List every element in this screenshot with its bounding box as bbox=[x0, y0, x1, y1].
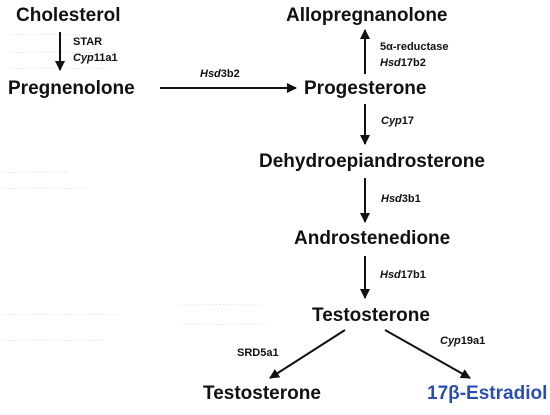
node-cholesterol: Cholesterol bbox=[16, 5, 121, 26]
ghost-text: ·································· bbox=[0, 309, 119, 319]
node-dhea: Dehydroepiandrosterone bbox=[259, 151, 485, 172]
enzyme-hsd17b1: Hsd17b1 bbox=[380, 269, 426, 281]
enzyme-hsd3b1: Hsd3b1 bbox=[381, 193, 421, 205]
enzyme-5a-reductase: 5α-reductase bbox=[380, 41, 449, 53]
arrow-testosterone-testosterone bbox=[269, 329, 346, 379]
ghost-text: ························· bbox=[180, 319, 268, 329]
ghost-text: ···················· bbox=[0, 167, 70, 177]
node-estradiol: 17β-Estradiol bbox=[427, 383, 548, 404]
node-allopregnanolone: Allopregnanolone bbox=[286, 5, 448, 26]
node-progesterone: Progesterone bbox=[304, 78, 427, 99]
enzyme-hsd3b2: Hsd3b2 bbox=[200, 68, 240, 80]
ghost-text: ······························ bbox=[0, 335, 105, 345]
enzyme-star: STAR bbox=[73, 36, 103, 48]
enzyme-cyp19a1: Cyp19a1 bbox=[440, 335, 486, 347]
node-testosterone-bottom: Testosterone bbox=[203, 383, 321, 404]
ghost-text: ······················· bbox=[8, 29, 89, 39]
ghost-text: ························· bbox=[0, 183, 88, 193]
node-pregnenolone: Pregnenolone bbox=[8, 78, 135, 99]
ghost-text: ······················· bbox=[180, 299, 261, 309]
enzyme-cyp17: Cyp17 bbox=[381, 115, 415, 127]
enzyme-hsd17b2: Hsd17b2 bbox=[380, 57, 426, 69]
node-testosterone-mid: Testosterone bbox=[312, 305, 430, 326]
arrow-testosterone-estradiol bbox=[384, 329, 471, 379]
enzyme-srd5a1: SRD5a1 bbox=[237, 347, 279, 359]
ghost-text: ······························· bbox=[8, 47, 117, 57]
node-androstenedione: Androstenedione bbox=[294, 228, 451, 249]
enzyme-cyp11a1: Cyp11a1 bbox=[73, 52, 118, 64]
